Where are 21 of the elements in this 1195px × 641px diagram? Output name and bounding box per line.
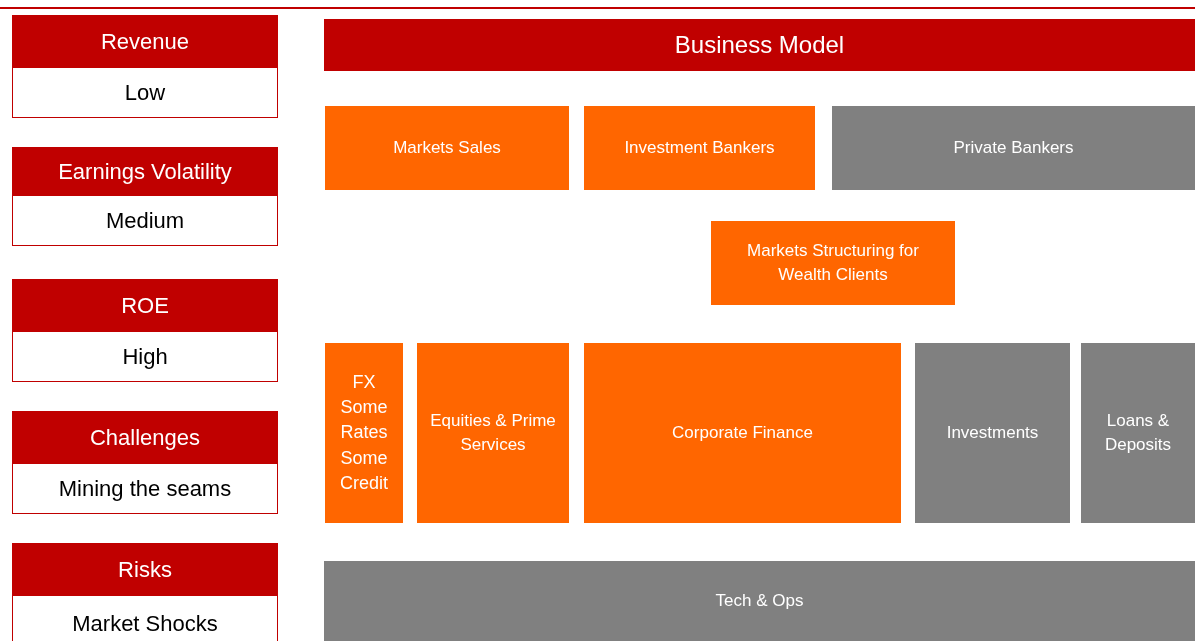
- card-heading: Earnings Volatility: [13, 148, 277, 196]
- card-heading: ROE: [13, 280, 277, 332]
- metric-card: [12, 147, 278, 246]
- card-heading: Revenue: [13, 16, 277, 68]
- business-block: Investments: [915, 343, 1070, 523]
- metric-card: [12, 543, 278, 641]
- card-heading: Risks: [13, 544, 277, 596]
- header-bar: Business Model: [324, 19, 1195, 71]
- business-block: Investment Bankers: [584, 106, 815, 190]
- business-block: Markets Sales: [325, 106, 569, 190]
- metric-card: [12, 279, 278, 382]
- business-block: Markets Structuring for Wealth Clients: [711, 221, 955, 305]
- business-block: Corporate Finance: [584, 343, 901, 523]
- card-heading: Challenges: [13, 412, 277, 464]
- business-block: Loans & Deposits: [1081, 343, 1195, 523]
- business-block: Equities & Prime Services: [417, 343, 569, 523]
- business-block: FX Some Rates Some Credit: [325, 343, 403, 523]
- metric-card: [12, 15, 278, 118]
- business-block: Private Bankers: [832, 106, 1195, 190]
- metric-card: [12, 411, 278, 514]
- header-bar: Tech & Ops: [324, 561, 1195, 641]
